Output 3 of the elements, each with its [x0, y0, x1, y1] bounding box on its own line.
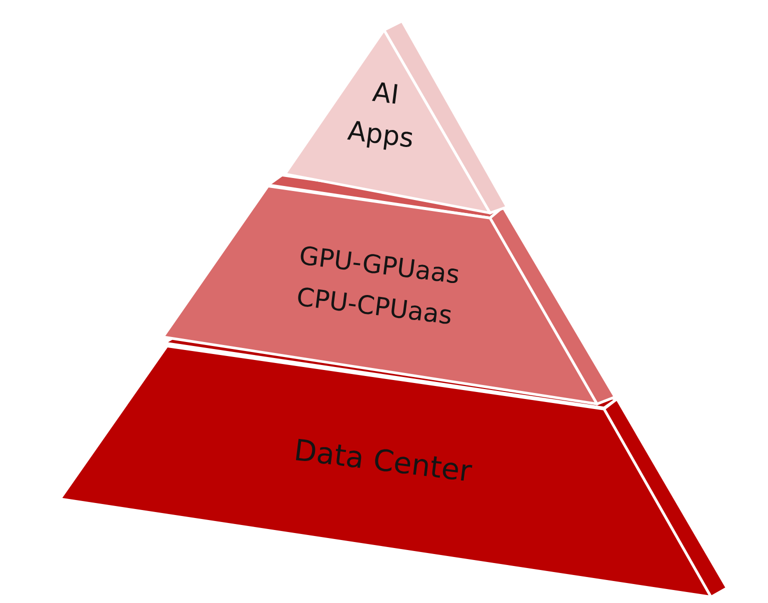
pyramid-tier: GPU-GPUaas CPU-CPUaas	[162, 174, 616, 406]
pyramid-tier: AI Apps	[284, 20, 508, 214]
pyramid-tier: Data Center	[58, 332, 728, 598]
